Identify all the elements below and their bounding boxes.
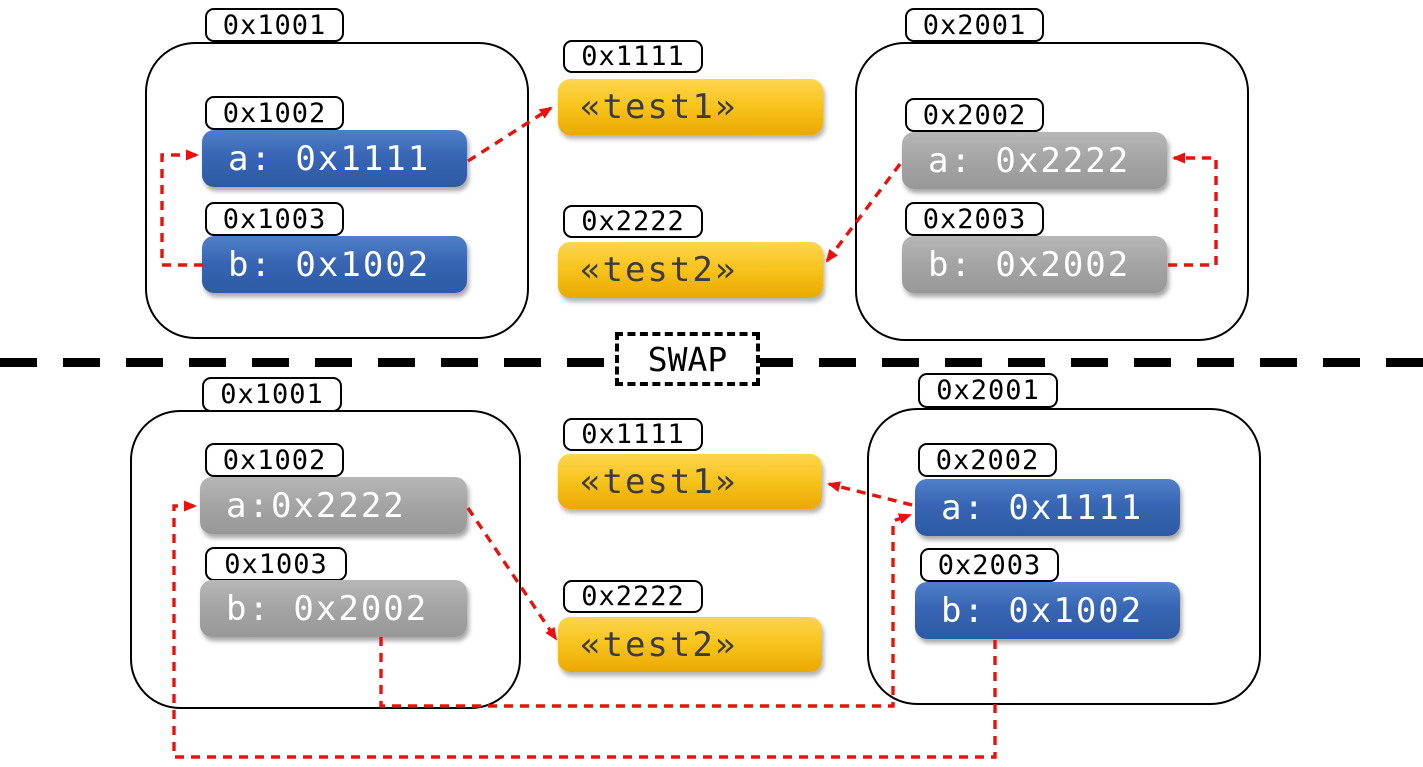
var-slot-b: b: 0x2002	[200, 580, 467, 637]
addr-tag-slot: 0x1003	[205, 202, 344, 236]
addr-tag-heap: 0x2222	[563, 580, 703, 613]
heap-string-test1: «test1»	[558, 79, 823, 135]
addr-tag-heap: 0x1111	[563, 418, 703, 451]
var-slot-a: a: 0x1111	[202, 130, 467, 187]
addr-tag-slot: 0x1002	[205, 96, 344, 130]
var-slot-a: a: 0x2222	[902, 132, 1167, 189]
addr-tag-heap: 0x1111	[563, 40, 703, 73]
var-slot-b: b: 0x1002	[915, 582, 1180, 639]
addr-tag-slot: 0x1002	[205, 443, 344, 477]
swap-label-box: SWAP	[615, 332, 760, 386]
addr-tag-slot: 0x1003	[205, 547, 347, 581]
stack-frame-before-left	[145, 42, 529, 339]
heap-string-test1: «test1»	[558, 454, 822, 509]
var-slot-b: b: 0x2002	[902, 236, 1167, 293]
addr-tag-slot: 0x2003	[905, 202, 1044, 236]
addr-tag-frame: 0x1001	[205, 8, 344, 42]
swap-label: SWAP	[647, 339, 728, 379]
addr-tag-frame: 0x2001	[918, 373, 1058, 408]
heap-string-test2: «test2»	[558, 242, 823, 298]
var-slot-a: a: 0x1111	[915, 479, 1180, 536]
addr-tag-heap: 0x2222	[563, 205, 703, 238]
var-slot-a: a:0x2222	[200, 477, 467, 534]
addr-tag-slot: 0x2003	[920, 548, 1059, 582]
addr-tag-slot: 0x2002	[918, 443, 1057, 477]
heap-string-test2: «test2»	[558, 617, 822, 672]
stack-frame-before-right	[855, 42, 1249, 341]
var-slot-b: b: 0x1002	[202, 236, 467, 293]
addr-tag-frame: 0x2001	[905, 8, 1044, 42]
addr-tag-frame: 0x1001	[202, 377, 342, 412]
addr-tag-slot: 0x2002	[905, 98, 1044, 132]
